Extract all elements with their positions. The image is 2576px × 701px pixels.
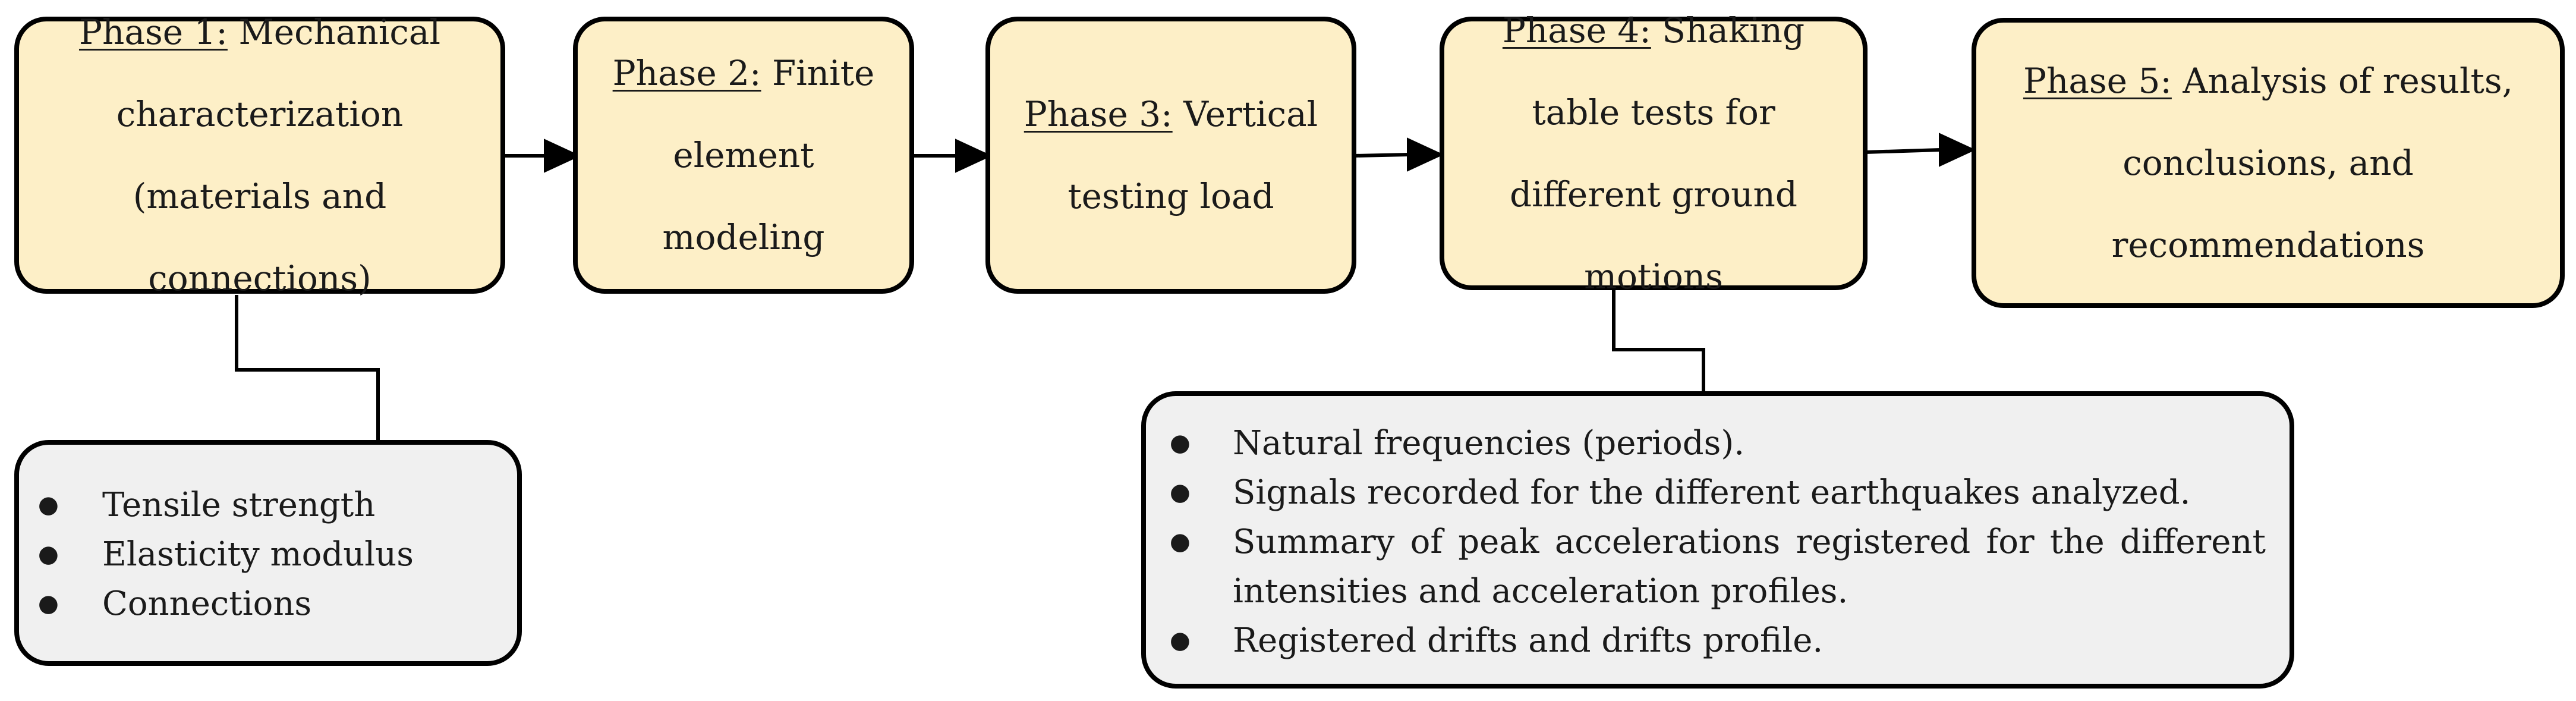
phase-4-content: Phase 4: Shaking table tests for differe… bbox=[1466, 0, 1841, 318]
phase-4-details-box: ● Natural frequencies (periods). ● Signa… bbox=[1141, 391, 2294, 689]
bullet-icon: ● bbox=[1170, 627, 1191, 654]
connector-phase4-details bbox=[1612, 288, 1705, 391]
arrow-phase3-to-phase4 bbox=[1353, 153, 1409, 158]
bullet-icon: ● bbox=[1170, 528, 1191, 555]
list-item: ● Signals recorded for the different ear… bbox=[1170, 468, 2266, 517]
phase-3-content: Phase 3: Vertical testing load bbox=[1016, 73, 1325, 237]
phase-2-box: Phase 2: Finite element modeling bbox=[573, 17, 914, 294]
phase-5-box: Phase 5: Analysis of results, conclusion… bbox=[1972, 18, 2565, 308]
bullet-icon: ● bbox=[1170, 429, 1191, 457]
list-item-text: Connections bbox=[102, 584, 312, 623]
arrow-phase4-to-phase5-head bbox=[1939, 133, 1976, 167]
phase-4-text: Shaking table tests for different ground… bbox=[1510, 10, 1805, 297]
phase-2-content: Phase 2: Finite element modeling bbox=[599, 32, 888, 278]
phase-2-text: Finite element modeling bbox=[662, 53, 875, 257]
list-item-text: Signals recorded for the different earth… bbox=[1233, 473, 2191, 512]
phase-1-label: Phase 1: bbox=[78, 12, 228, 52]
phase-5-content: Phase 5: Analysis of results, conclusion… bbox=[2012, 40, 2524, 286]
list-item-text: Registered drifts and drifts profile. bbox=[1233, 621, 1824, 660]
list-item: ● Summary of peak accelerations register… bbox=[1170, 517, 2266, 616]
arrow-phase3-to-phase4-head bbox=[1407, 137, 1444, 172]
arrow-phase2-to-phase3-head bbox=[955, 139, 993, 173]
phase-1-text: Mechanical characterization (materials a… bbox=[116, 12, 441, 298]
phase-4-label: Phase 4: bbox=[1502, 10, 1651, 51]
connector-phase1-details bbox=[235, 295, 380, 440]
list-item: ● Elasticity modulus bbox=[38, 530, 499, 579]
phase-4-details-list: ● Natural frequencies (periods). ● Signa… bbox=[1170, 419, 2266, 665]
list-item: ● Natural frequencies (periods). bbox=[1170, 419, 2266, 468]
list-item-text: Elasticity modulus bbox=[102, 535, 414, 574]
phase-3-box: Phase 3: Vertical testing load bbox=[985, 17, 1356, 294]
phase-5-label: Phase 5: bbox=[2023, 61, 2172, 101]
bullet-icon: ● bbox=[1170, 479, 1191, 506]
arrow-phase1-to-phase2-head bbox=[544, 139, 581, 173]
phase-2-label: Phase 2: bbox=[612, 53, 761, 93]
bullet-icon: ● bbox=[38, 590, 59, 617]
phase-1-box: Phase 1: Mechanical characterization (ma… bbox=[14, 12, 505, 298]
list-item: ● Tensile strength bbox=[38, 480, 499, 530]
list-item: ● Registered drifts and drifts profile. bbox=[1170, 616, 2266, 665]
bullet-icon: ● bbox=[38, 491, 59, 518]
phase-1-content: Phase 1: Mechanical characterization (ma… bbox=[37, 0, 483, 319]
list-item-text: Summary of peak accelerations registered… bbox=[1233, 523, 2266, 611]
list-item-text: Natural frequencies (periods). bbox=[1233, 424, 1744, 463]
phase-1-details-list: ● Tensile strength ● Elasticity modulus … bbox=[38, 480, 499, 628]
phase-4-box: Phase 4: Shaking table tests for differe… bbox=[1440, 10, 1868, 297]
phase-3-label: Phase 3: bbox=[1024, 94, 1173, 134]
phase-5-text: Analysis of results, conclusions, and re… bbox=[2111, 61, 2514, 265]
bullet-icon: ● bbox=[38, 540, 59, 568]
list-item: ● Connections bbox=[38, 579, 499, 628]
phase-3-text: Vertical testing load bbox=[1067, 94, 1318, 216]
phase-1-details-box: ● Tensile strength ● Elasticity modulus … bbox=[14, 440, 522, 666]
list-item-text: Tensile strength bbox=[102, 486, 376, 524]
arrow-phase4-to-phase5 bbox=[1865, 148, 1941, 154]
